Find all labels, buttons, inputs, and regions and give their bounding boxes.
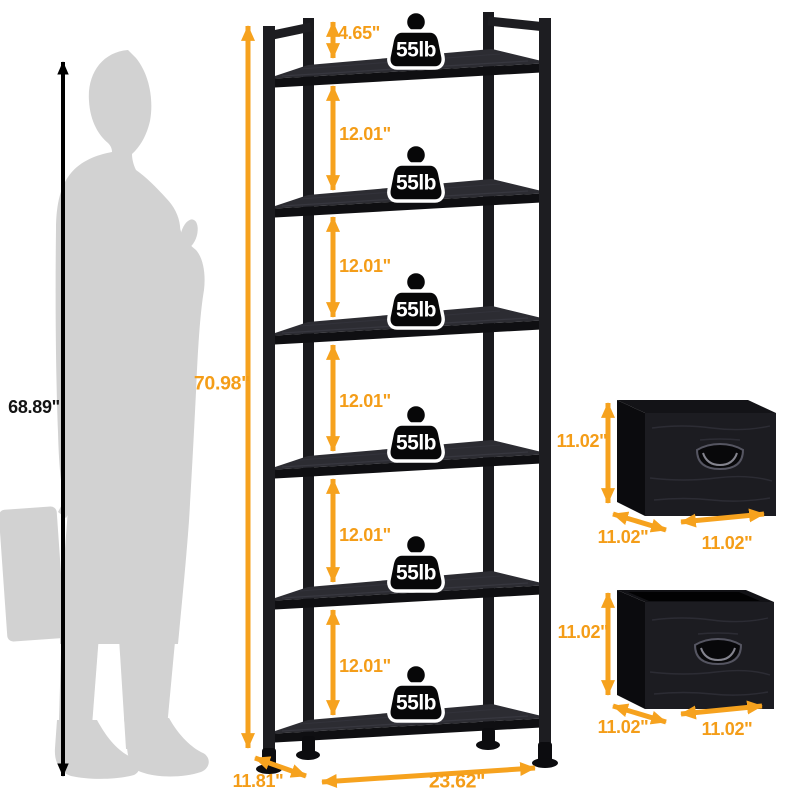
capacity-badge-label: 55lb bbox=[395, 298, 437, 322]
person-silhouette bbox=[0, 50, 209, 779]
tier-spacing-label: 12.01" bbox=[339, 656, 391, 676]
shelf-post bbox=[303, 18, 314, 742]
capacity-badge-label: 55lb bbox=[395, 38, 437, 62]
tier-spacing-label: 12.01" bbox=[339, 124, 391, 144]
weight-badge-icon bbox=[387, 269, 445, 330]
overall-width-label: 23.62" bbox=[428, 770, 486, 793]
storage-cube-1 bbox=[600, 400, 776, 533]
cube1-depth-arrow bbox=[612, 511, 667, 533]
shelf-post bbox=[539, 18, 551, 750]
bookshelf bbox=[256, 12, 558, 774]
cube2-depth-arrow bbox=[612, 703, 667, 725]
cube1-height-label: 11.02" bbox=[556, 431, 608, 451]
cube1-width-label: 11.02" bbox=[701, 533, 753, 553]
drawer-handle-icon bbox=[695, 442, 745, 471]
weight-badge-icon bbox=[387, 662, 445, 723]
cube2-width-label: 11.02" bbox=[701, 719, 753, 739]
cube1-depth-label: 11.02" bbox=[597, 527, 649, 547]
tier-spacing-label: 12.01" bbox=[339, 256, 391, 276]
overall-height-label: 70.98" bbox=[193, 372, 251, 395]
capacity-badge-label: 55lb bbox=[395, 171, 437, 195]
tier-spacing-label: 12.01" bbox=[339, 391, 391, 411]
weight-badge-icon bbox=[387, 9, 445, 70]
cube2-depth-label: 11.02" bbox=[597, 717, 649, 737]
top-tier-spacing-label: 4.65" bbox=[337, 23, 381, 43]
weight-badge-icon bbox=[387, 142, 445, 203]
capacity-badges bbox=[387, 9, 445, 723]
weight-badge-icon bbox=[387, 532, 445, 593]
cube2-width-arrow bbox=[680, 700, 763, 720]
overall-depth-label: 11.81" bbox=[232, 771, 284, 791]
capacity-badge-label: 55lb bbox=[395, 691, 437, 715]
cube2-height-label: 11.02" bbox=[557, 622, 609, 642]
weight-badge-icon bbox=[387, 402, 445, 463]
overall-depth-arrow bbox=[254, 755, 307, 779]
overall-width-arrow bbox=[321, 761, 536, 789]
shelf-post bbox=[483, 12, 494, 734]
shelf-post bbox=[263, 26, 275, 756]
drawer-handle-icon bbox=[693, 637, 743, 666]
cube1-width-arrow bbox=[680, 508, 765, 528]
dimension-arrows bbox=[240, 21, 536, 789]
capacity-badge-label: 55lb bbox=[395, 561, 437, 585]
person-height-label: 68.89" bbox=[8, 397, 60, 417]
storage-cube-2 bbox=[600, 590, 774, 725]
tier-spacing-label: 12.01" bbox=[339, 525, 391, 545]
capacity-badge-label: 55lb bbox=[395, 431, 437, 455]
